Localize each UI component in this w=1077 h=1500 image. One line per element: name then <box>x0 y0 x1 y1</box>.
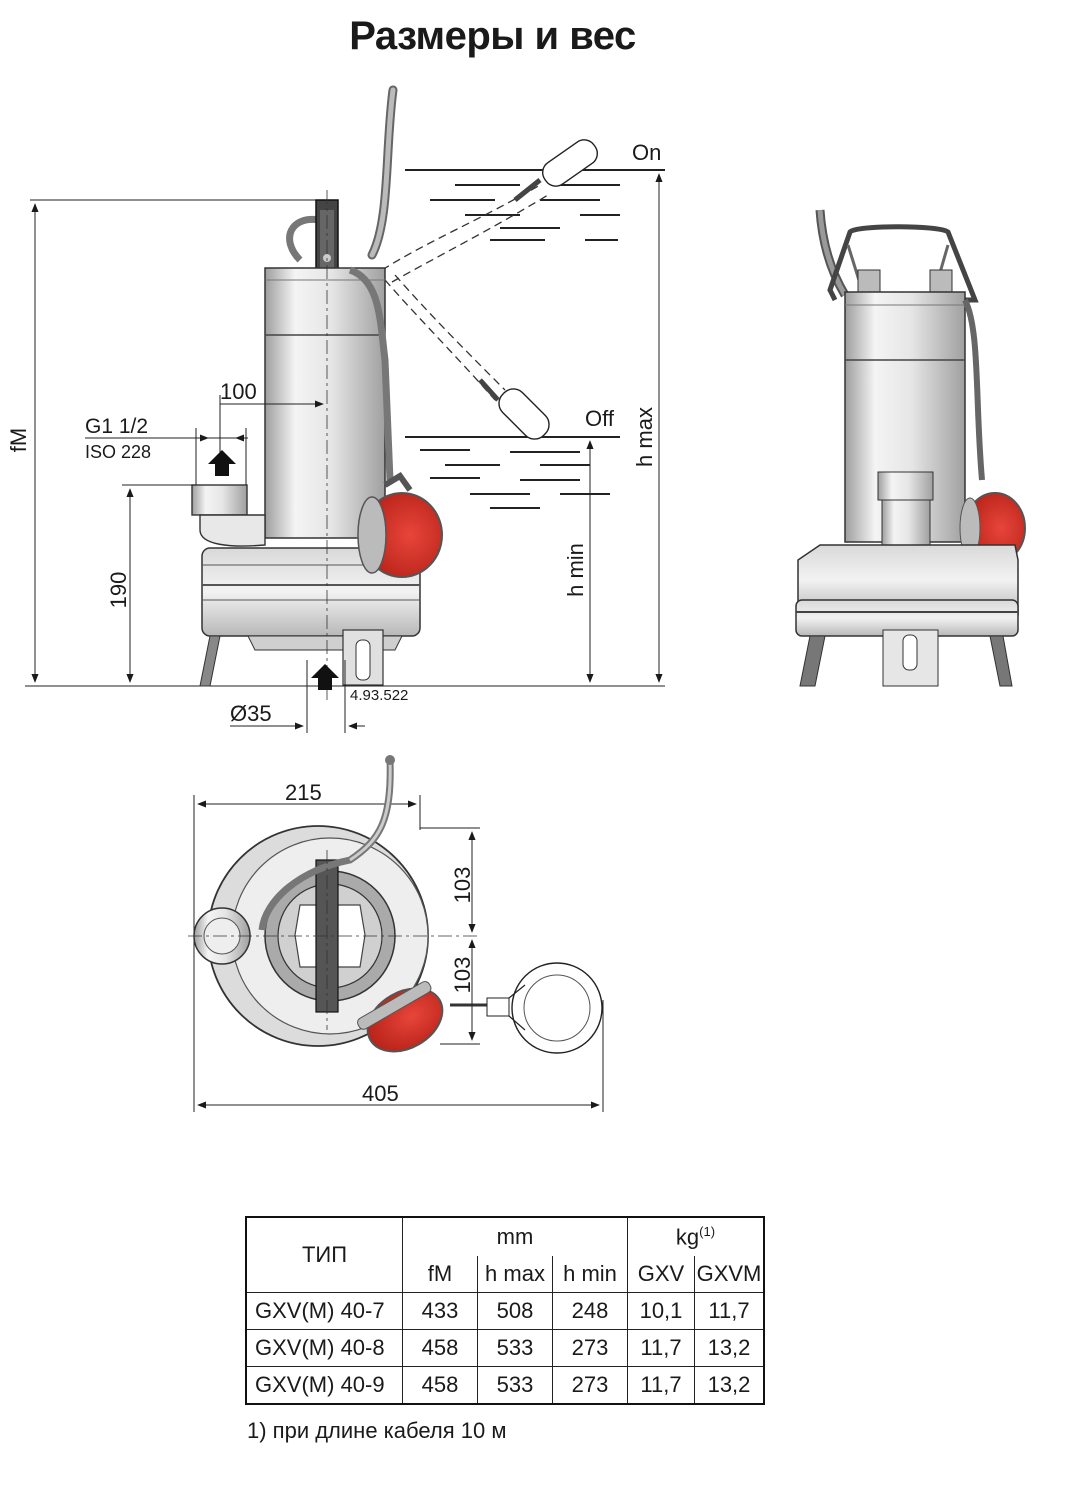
row-model: GXV(M) 40-8 <box>245 1329 403 1367</box>
cell-fm: 458 <box>402 1329 478 1367</box>
side-view: fM On Off h max h min <box>6 85 665 733</box>
on-level-label: On <box>632 140 661 165</box>
thread-size-label: G1 1/2 <box>85 415 148 438</box>
cell-hmin: 248 <box>552 1292 628 1330</box>
top-view: 215 103 103 405 <box>188 755 604 1112</box>
drawing-code: 4.93.522 <box>350 687 408 704</box>
cell-gxvm: 13,2 <box>694 1366 765 1405</box>
table-row: GXV(M) 40-9 458 533 273 11,7 13,2 <box>245 1366 765 1405</box>
kg-group-header: kg(1) <box>627 1216 765 1256</box>
dim-103-top-label: 103 <box>450 867 475 904</box>
inlet-flow-arrow-icon <box>311 664 339 690</box>
cell-fm: 458 <box>402 1366 478 1405</box>
cell-gxvm: 13,2 <box>694 1329 765 1367</box>
row-model: GXV(M) 40-9 <box>245 1366 403 1405</box>
dim-d35-label: Ø35 <box>230 701 272 726</box>
cell-hmax: 533 <box>477 1329 553 1367</box>
col-hmin-header: h min <box>552 1256 628 1293</box>
table-row: GXV(M) 40-7 433 508 248 10,1 11,7 <box>245 1292 765 1330</box>
dim-103-bottom-label: 103 <box>450 957 475 994</box>
cell-hmax: 508 <box>477 1292 553 1330</box>
col-gxv-header: GXV <box>627 1256 695 1293</box>
cell-gxv: 10,1 <box>627 1292 695 1330</box>
cell-fm: 433 <box>402 1292 478 1330</box>
col-fm-header: fM <box>402 1256 478 1293</box>
h-min-label: h min <box>563 543 588 597</box>
thread-standard-label: ISO 228 <box>85 442 151 462</box>
dim-405-label: 405 <box>362 1081 399 1106</box>
water-lines <box>405 169 665 509</box>
dim-100-label: 100 <box>220 379 257 404</box>
page-title: Размеры и вес <box>349 14 636 58</box>
dim-215-label: 215 <box>285 780 322 805</box>
cell-gxv: 11,7 <box>627 1366 695 1405</box>
float-off-position <box>478 378 550 440</box>
front-view <box>795 209 1026 687</box>
col-gxvm-header: GXVM <box>694 1256 765 1293</box>
col-hmax-header: h max <box>477 1256 553 1293</box>
table-row: GXV(M) 40-8 458 533 273 11,7 13,2 <box>245 1329 765 1367</box>
table-footnote: 1) при длине кабеля 10 м <box>247 1418 507 1443</box>
cell-gxvm: 11,7 <box>694 1292 765 1330</box>
cell-hmin: 273 <box>552 1329 628 1367</box>
mm-group-header: mm <box>402 1216 628 1256</box>
dimensions-weight-table: ТИП mm kg(1) fM h max h min GXV GXVM GXV… <box>245 1216 765 1405</box>
pump-dimension-drawing: fM On Off h max h min <box>6 85 1026 1112</box>
cell-hmin: 273 <box>552 1366 628 1405</box>
float-on-position <box>513 139 599 202</box>
row-model: GXV(M) 40-7 <box>245 1292 403 1330</box>
outlet-flow-arrow-icon <box>208 450 236 476</box>
discharge-outlet <box>191 484 248 516</box>
fm-dimension-label: fM <box>6 428 31 452</box>
cell-gxv: 11,7 <box>627 1329 695 1367</box>
off-level-label: Off <box>585 406 615 431</box>
col-type-header: ТИП <box>245 1216 403 1293</box>
dim-190-label: 190 <box>106 572 131 609</box>
motor-housing <box>264 267 386 539</box>
cell-hmax: 533 <box>477 1366 553 1405</box>
h-max-label: h max <box>632 407 657 467</box>
